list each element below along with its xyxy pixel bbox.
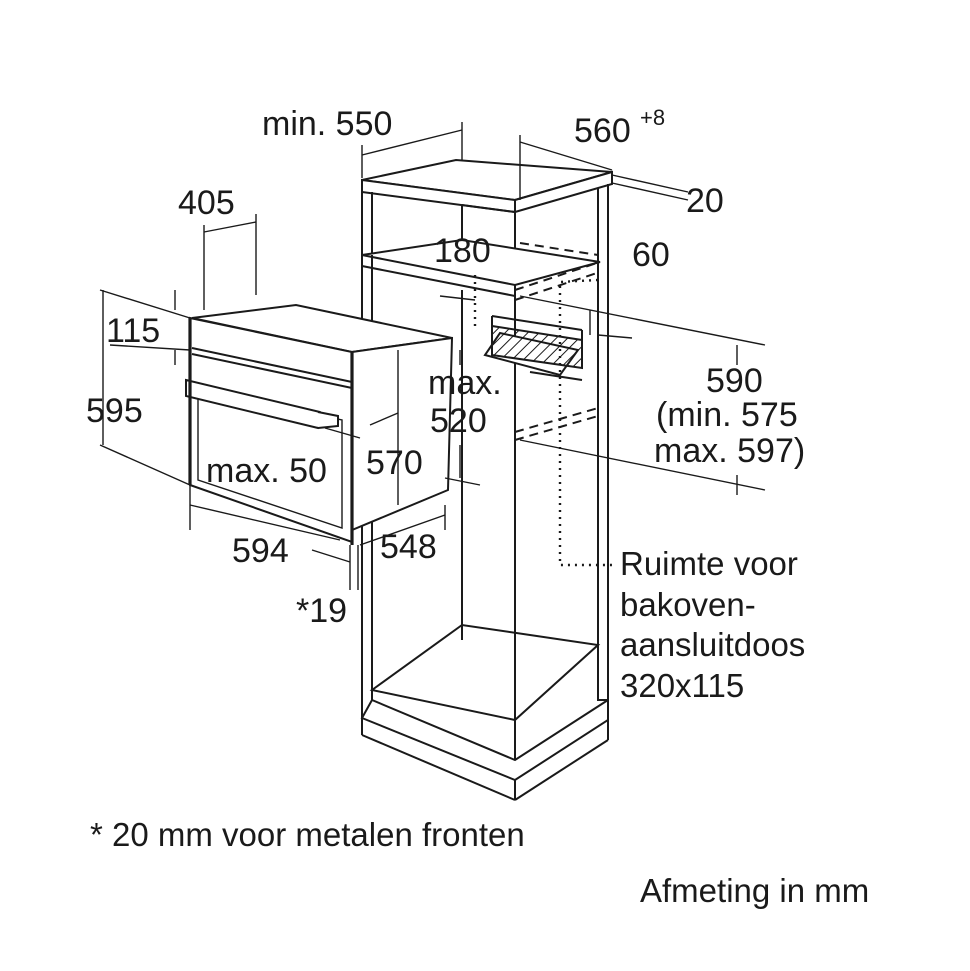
dim-min-550: min. 550 [262,105,392,143]
dim-60: 60 [632,236,670,274]
cabinet-plinth [360,698,609,782]
cabinet-bottom [369,623,601,722]
socket-note-line4: 320x115 [620,667,744,704]
dim-570: 570 [366,444,423,482]
dim-180: 180 [434,232,491,270]
dim-max-50: max. 50 [206,452,327,490]
cabinet-right-post [597,179,609,701]
oven-cutout-dashed [514,242,601,441]
socket-note-line1: Ruimte voor [620,545,798,582]
socket-note-line3: aansluitdoos [620,626,805,663]
socket-note-line2: bakoven- [620,586,756,623]
dim-560-tolerance: +8 [640,105,665,130]
dim-19: *19 [296,592,347,630]
oven-front [189,316,353,544]
socket-note: Ruimte voor bakoven- aansluitdoos 320x11… [620,545,805,704]
cabinet-shelf [361,238,601,287]
dim-405: 405 [178,184,235,222]
unit-note: Afmeting in mm [640,872,869,909]
footnote: * 20 mm voor metalen fronten [90,816,525,853]
dim-590-max: max. 597) [654,432,805,470]
dim-520: 520 [430,402,487,440]
dimension-labels: min. 550 560 +8 20 405 180 60 115 max. 5… [86,105,805,630]
dimension-lines [99,122,766,590]
dim-590: 590 [706,362,763,400]
dim-590-min: (min. 575 [656,396,798,434]
oven [185,303,454,545]
dim-max-label: max. [428,364,502,402]
dim-115: 115 [106,312,160,350]
dim-20: 20 [686,182,724,220]
dim-594: 594 [232,532,289,570]
dim-560: 560 [574,112,631,150]
dim-595: 595 [86,392,143,430]
dim-548: 548 [380,528,437,566]
